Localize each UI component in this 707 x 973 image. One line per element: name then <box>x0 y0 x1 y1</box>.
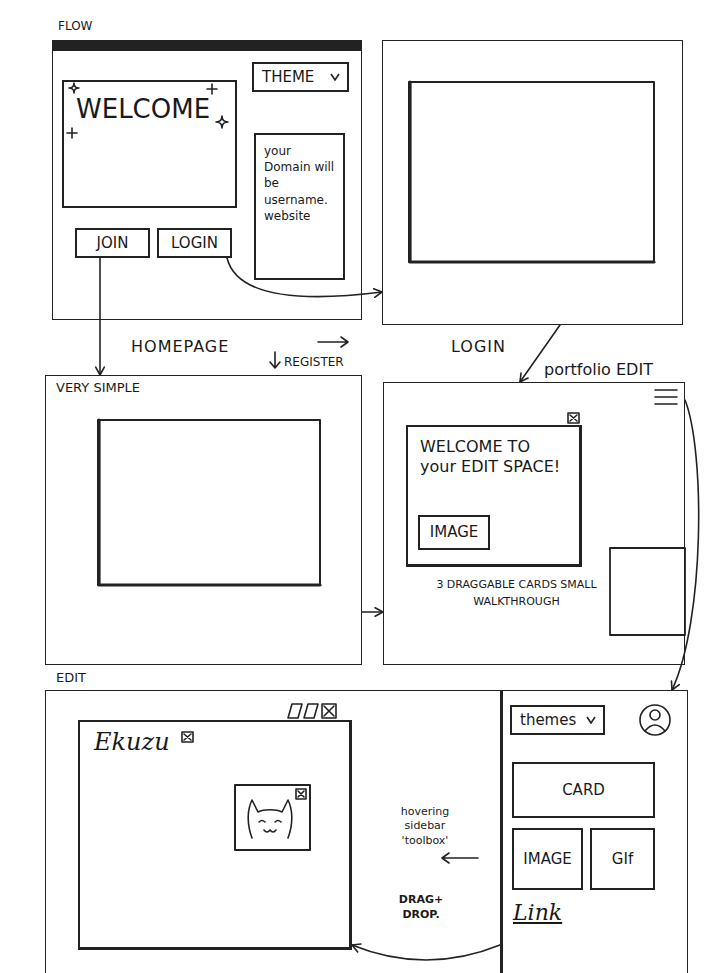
button-box: IMAGE <box>418 515 490 550</box>
flow-connector <box>352 944 500 960</box>
node-heading: portfolio EDIT <box>544 360 653 379</box>
connector-line <box>227 258 382 297</box>
tool-button: IMAGE <box>512 828 583 890</box>
info-box: your Domain will be username. website <box>254 133 345 280</box>
node-text: WELCOME TO your EDIT SPACE! <box>420 437 567 477</box>
node-heading: Ekuzu <box>94 728 170 756</box>
button-box: LOGIN <box>157 228 232 258</box>
close-icon <box>182 732 193 742</box>
node-text: GIf <box>612 850 633 868</box>
chevron-icon <box>586 716 596 724</box>
empty-form-box <box>409 82 654 262</box>
flow-connector <box>227 258 382 297</box>
empty-form-box <box>98 420 320 585</box>
node-heading: LOGIN <box>451 337 506 356</box>
connector-line <box>362 611 383 613</box>
flow-arrow-mark <box>318 337 348 347</box>
note-label: hovering sidebar 'toolbox' <box>385 805 465 848</box>
page-panel: portfolio EDIT3 DRAGGABLE CARDS SMALL WA… <box>383 382 685 665</box>
arrow-head <box>375 608 383 617</box>
diagram-title: FLOW <box>58 19 92 33</box>
node-heading: 3 DRAGGABLE CARDS SMALL WALKTHROUGH <box>434 577 599 610</box>
node-text: IMAGE <box>430 523 478 542</box>
arrow-head <box>96 367 105 375</box>
chevron-icon <box>330 73 340 81</box>
draggable-card <box>610 548 685 635</box>
dropdown-box: THEME <box>252 62 349 92</box>
flow-connector <box>362 608 383 617</box>
button-box: JOIN <box>75 228 150 258</box>
hamburger-icon <box>655 390 677 404</box>
page-panel: REGISTERVERY SIMPLE <box>45 375 362 665</box>
arrow-head <box>374 289 382 298</box>
tool-button: CARD <box>512 762 655 818</box>
node-text: WELCOME <box>76 94 210 124</box>
edge-label: DRAG+ DROP. <box>390 893 452 923</box>
node-text: your Domain will be username. website <box>264 143 335 224</box>
node-text: JOIN <box>97 234 129 252</box>
node-heading: EDIT <box>56 670 86 685</box>
node-text: themes <box>520 711 576 729</box>
node-text: IMAGE <box>523 850 571 868</box>
toolbox-sidebar: Link themesCARD IMAGE GIf <box>500 690 688 973</box>
connector-line <box>352 945 500 960</box>
connector-line <box>99 258 101 375</box>
page-panel: EDITEkuzuLinkthemesCARDIMAGEGIf <box>45 690 688 973</box>
page-panel: HOMEPAGEWELCOMETHEMEyour Domain will be … <box>52 40 362 320</box>
welcome-box: WELCOME <box>62 80 237 208</box>
dropdown-box: themes <box>510 705 605 735</box>
node-heading: REGISTER <box>284 355 344 369</box>
flow-connector <box>671 400 698 690</box>
flow-connector <box>96 258 105 375</box>
connector-line <box>672 400 699 690</box>
node-text: LOGIN <box>171 234 218 252</box>
sparkle-symbols <box>67 83 228 138</box>
node-text: THEME <box>262 68 314 86</box>
arrow-head <box>352 944 361 952</box>
flow-arrow-mark <box>270 352 280 368</box>
cat-image <box>235 785 310 850</box>
node-heading: VERY SIMPLE <box>56 380 140 395</box>
tool-button: GIf <box>590 828 655 890</box>
browser-bar <box>52 40 362 51</box>
close-icon <box>568 413 579 423</box>
node-text: CARD <box>562 781 605 799</box>
node-heading: Link <box>513 900 562 925</box>
canvas-card: Ekuzu <box>78 720 352 950</box>
node-heading: HOMEPAGE <box>131 337 229 356</box>
walkthrough-card: WELCOME TO your EDIT SPACE! IMAGE <box>406 425 582 567</box>
flow-arrow-mark <box>442 853 478 863</box>
arrow-head <box>671 681 679 690</box>
window-icons <box>288 704 336 718</box>
user-icon <box>640 705 670 735</box>
page-panel: LOGIN <box>382 40 683 325</box>
arrow-head <box>520 373 528 382</box>
